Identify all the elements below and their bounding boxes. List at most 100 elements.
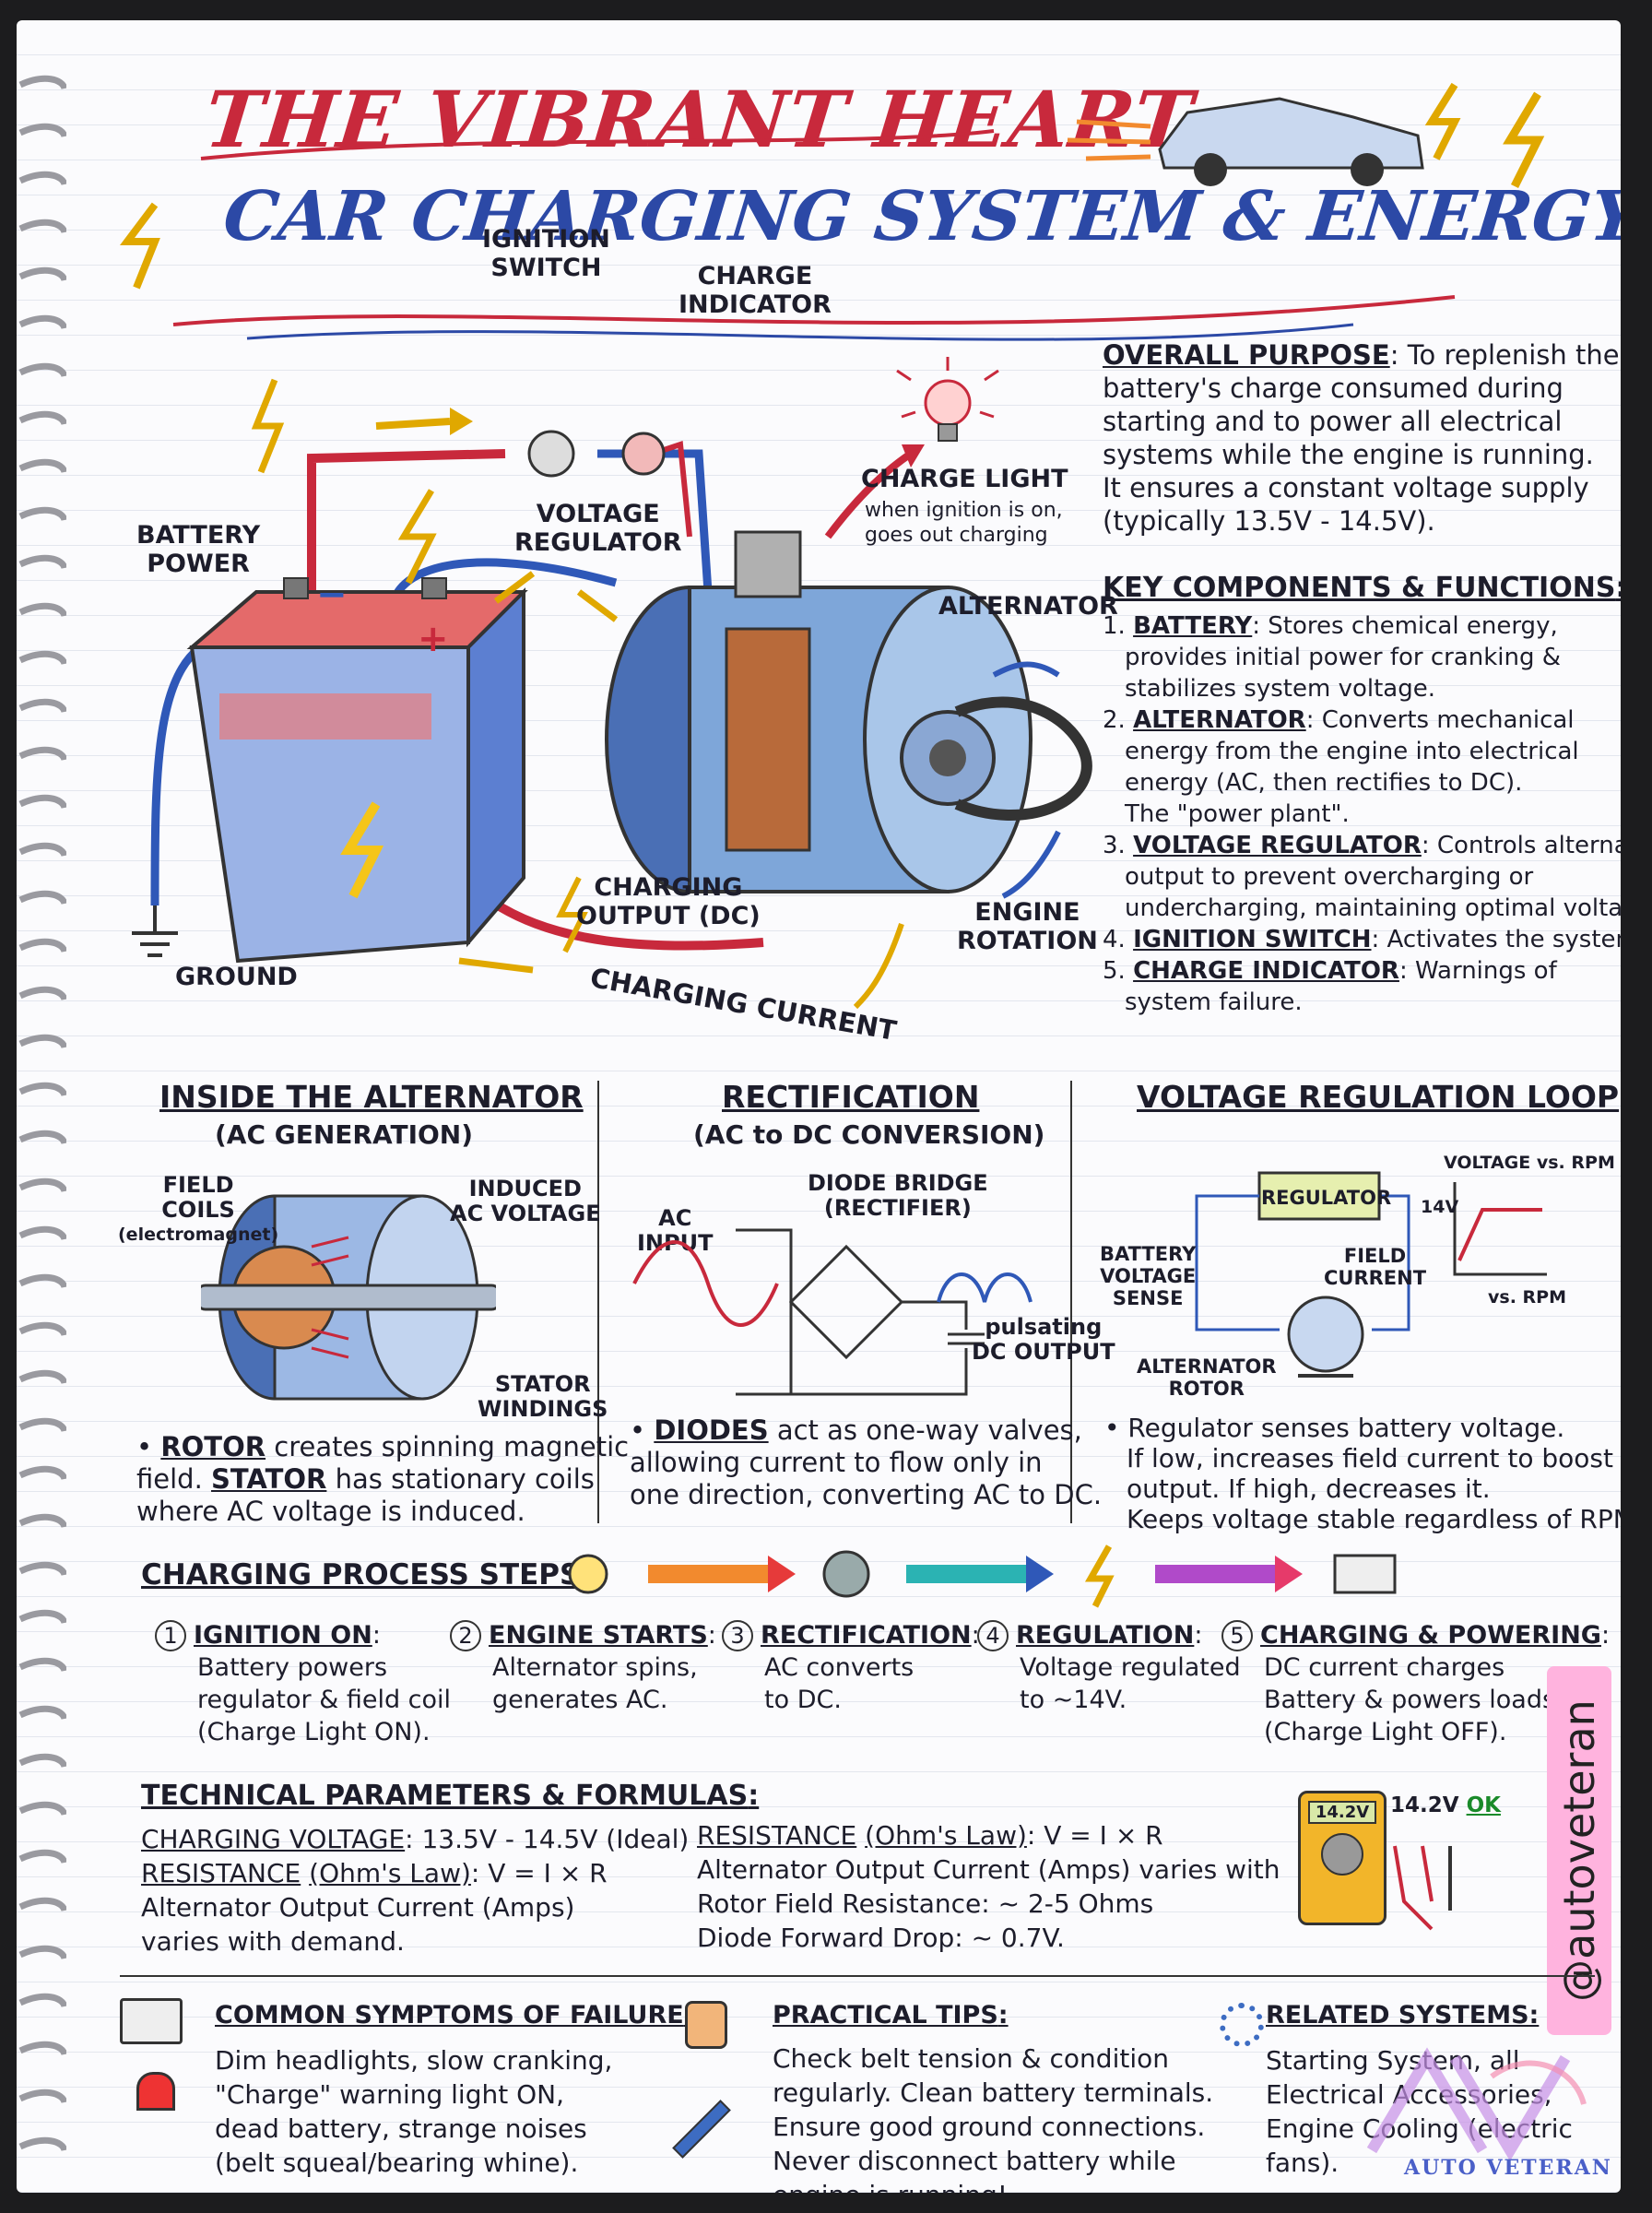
technical-heading: TECHNICAL PARAMETERS & FORMULAS:: [141, 1780, 760, 1812]
step-number: 4: [977, 1620, 1009, 1651]
warning-light-icon: [136, 2072, 175, 2111]
spiral-ring: [18, 362, 66, 378]
bolt-icon: [120, 202, 160, 290]
spiral-ring: [18, 1753, 66, 1769]
spiral-ring: [18, 2089, 66, 2104]
meter-reading: 14.2V OK: [1390, 1793, 1501, 1817]
plus-sign: +: [418, 618, 449, 660]
charge-indicator-icon: [621, 432, 666, 476]
spiral-ring: [18, 266, 66, 282]
overall-purpose-label: OVERALL PURPOSE: [1103, 339, 1390, 371]
diode-bridge-icon: [788, 1244, 904, 1360]
spiral-ring: [18, 1561, 66, 1577]
gear-icon: [1220, 2003, 1264, 2047]
tips-list: Check belt tension & condition regularly…: [773, 2043, 1214, 2193]
regulation-note: • Regulator senses battery voltage. If l…: [1104, 1413, 1621, 1534]
multimeter-icon: 14.2V: [1298, 1791, 1386, 1925]
spiral-ring: [18, 1945, 66, 1960]
ac-wave-icon: [632, 1240, 779, 1327]
spiral-binding: [18, 75, 66, 2152]
bulb-icon: [568, 1554, 608, 1594]
spiral-ring: [18, 986, 66, 1001]
section-divider: [597, 1081, 599, 1523]
spiral-ring: [18, 554, 66, 570]
spiral-ring: [18, 1417, 66, 1433]
inside-alternator-sub: (AC GENERATION): [215, 1119, 474, 1150]
belt-icon: [954, 696, 1092, 821]
step-number: 2: [450, 1620, 481, 1651]
spiral-ring: [18, 1849, 66, 1864]
battery-icon: [1333, 1554, 1397, 1594]
thumbs-up-icon: [685, 2001, 727, 2049]
step-number: 1: [155, 1620, 186, 1651]
rectifier-diagram: [632, 1228, 1032, 1396]
spiral-ring: [18, 602, 66, 618]
spiral-ring: [18, 890, 66, 905]
battery-icon: [186, 577, 528, 964]
spiral-ring: [18, 506, 66, 522]
spiral-ring: [18, 1993, 66, 2008]
spiral-ring: [18, 75, 66, 90]
spiral-ring: [18, 1321, 66, 1337]
charge-light-note: when ignition is on,goes out charging: [865, 499, 1063, 547]
spiral-ring: [18, 1225, 66, 1241]
spiral-ring: [18, 123, 66, 138]
spiral-ring: [18, 1082, 66, 1097]
ground-symbol: [132, 905, 178, 957]
rectification-note: • DIODES act as one-way valves, allowing…: [630, 1414, 1103, 1510]
ground-label: GROUND: [175, 963, 298, 991]
inside-alternator-note: • ROTOR creates spinning magnetic field.…: [136, 1431, 630, 1527]
charge-light-icon: [896, 357, 999, 442]
ignition-switch-icon: [527, 430, 575, 478]
key-components-heading: KEY COMPONENTS & FUNCTIONS:: [1103, 572, 1621, 604]
social-handle: @autoveteran: [1547, 1666, 1611, 2035]
diode-bridge-label: DIODE BRIDGE(RECTIFIER): [808, 1170, 988, 1221]
regulator-label: REGULATOR: [1261, 1187, 1392, 1209]
alternator-icon: [605, 530, 1092, 893]
rectification-heading: RECTIFICATION: [722, 1079, 980, 1115]
graph-y-label: 14V: [1421, 1197, 1459, 1217]
regulation-heading: VOLTAGE REGULATION LOOP: [1137, 1079, 1620, 1115]
spiral-ring: [18, 2136, 66, 2152]
spiral-ring: [18, 219, 66, 234]
key-component-item: 3. VOLTAGE REGULATOR: Controls alternato…: [1103, 832, 1621, 922]
regulator-box: [1257, 1171, 1381, 1221]
spiral-ring: [18, 1034, 66, 1049]
technical-left: CHARGING VOLTAGE: 13.5V - 14.5V (Ideal) …: [141, 1824, 690, 1957]
spiral-ring: [18, 1657, 66, 1673]
spiral-ring: [18, 698, 66, 714]
related-heading: RELATED SYSTEMS:: [1266, 2001, 1540, 2030]
overall-purpose: OVERALL PURPOSE: To replenish the batter…: [1103, 339, 1620, 537]
spiral-ring: [18, 1705, 66, 1721]
spiral-ring: [18, 1897, 66, 1912]
spiral-ring: [18, 1465, 66, 1481]
spiral-ring: [18, 938, 66, 953]
spiral-ring: [18, 2041, 66, 2056]
gear-icon: [822, 1550, 870, 1598]
symptoms-heading: COMMON SYMPTOMS OF FAILURE:: [215, 2001, 694, 2030]
process-heading: CHARGING PROCESS STEPS:: [141, 1558, 592, 1592]
voltage-curve: [1457, 1208, 1542, 1261]
spiral-ring: [18, 1178, 66, 1193]
logo-mark: [1366, 2047, 1587, 2160]
